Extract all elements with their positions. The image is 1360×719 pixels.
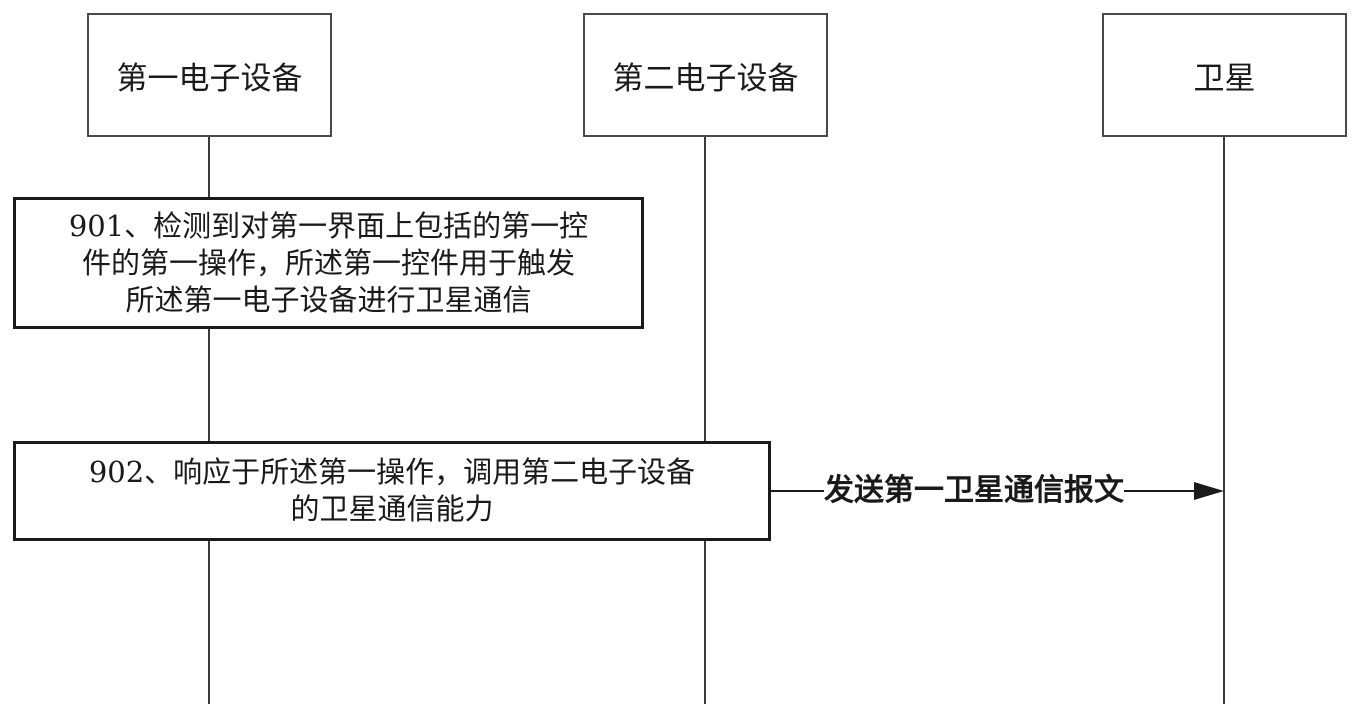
actor-second-device: 第二电子设备	[583, 13, 828, 137]
message-label: 发送第一卫星通信报文	[824, 473, 1124, 508]
lifeline-first-device	[208, 136, 210, 704]
step-902-text: 902、响应于所述第一操作，调用第二电子设备 的卫星通信能力	[89, 454, 695, 528]
step-901-line: 所述第一电子设备进行卫星通信	[125, 282, 532, 317]
step-901-text: 901、检测到对第一界面上包括的第一控 件的第一操作，所述第一控件用于触发 所述…	[69, 208, 588, 319]
actor-satellite: 卫星	[1102, 13, 1347, 137]
step-901-line: 901、检测到对第一界面上包括的第一控	[68, 208, 589, 243]
step-901: 901、检测到对第一界面上包括的第一控 件的第一操作，所述第一控件用于触发 所述…	[13, 197, 644, 329]
step-901-line: 件的第一操作，所述第一控件用于触发	[81, 245, 575, 280]
lifeline-satellite	[1223, 136, 1225, 704]
actor-first-device: 第一电子设备	[87, 13, 332, 137]
actor-first-device-label: 第一电子设备	[116, 60, 303, 97]
actor-second-device-label: 第二电子设备	[612, 60, 799, 97]
lifeline-second-device	[704, 136, 706, 704]
step-902-line: 902、响应于所述第一操作，调用第二电子设备	[88, 455, 696, 489]
step-902-line: 的卫星通信能力	[290, 492, 494, 526]
actor-satellite-label: 卫星	[1193, 60, 1256, 97]
step-902: 902、响应于所述第一操作，调用第二电子设备 的卫星通信能力	[13, 441, 771, 541]
message-arrowhead-icon	[1194, 482, 1224, 500]
